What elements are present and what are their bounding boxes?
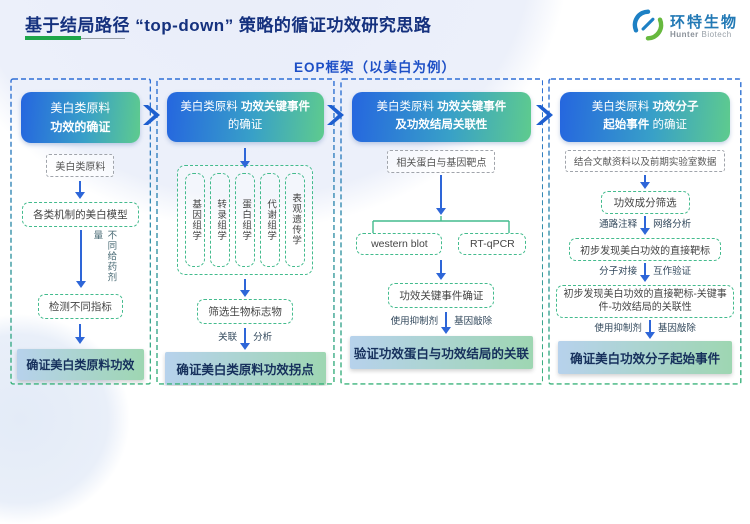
arrow-label-right: 基因敲除 xyxy=(454,315,493,327)
title-underline xyxy=(81,37,125,39)
column4-result-box: 确证美白功效分子起始事件 xyxy=(557,340,733,374)
screen-box: 功效成分筛选 xyxy=(600,190,690,214)
labeled-arrow: 使用抑制剂 基因敲除 xyxy=(390,311,493,328)
column-key-events-confirmation: 美白类原料 功效关键事件 的确证 基因组学 转录组学 蛋白组学 代谢组学 表观遗… xyxy=(156,78,335,386)
arrow-label-left: 通路注释 xyxy=(599,218,638,230)
column1-result-box: 确证美白类原料功效 xyxy=(17,349,144,381)
page-title: 基于结局路径 “top-down” 策略的循证功效研究思路 xyxy=(25,16,432,35)
down-arrow-icon xyxy=(440,259,443,274)
company-logo: 环特生物 Hunter Biotech xyxy=(632,9,738,46)
down-arrow-icon xyxy=(644,174,647,183)
labeled-arrow: 通路注释 网络分析 xyxy=(599,216,691,230)
down-arrow-icon xyxy=(244,327,247,344)
title-underline xyxy=(25,36,81,40)
target-box: 相关蛋白与基因靶点 xyxy=(387,149,496,173)
omics-group-box: 基因组学 转录组学 蛋白组学 代谢组学 表观遗传学 xyxy=(177,164,314,275)
down-arrow-icon xyxy=(644,216,647,230)
eop-framework-diagram: 美白类原料 功效的确证 美白类原料 各类机制的美白模型 不同给药剂量 检测不同指… xyxy=(10,78,742,386)
arrow-label-left: 分子对接 xyxy=(599,265,638,277)
logo-en-name: Hunter Biotech xyxy=(669,30,732,40)
rt-qpcr-box: RT-qPCR xyxy=(458,232,527,255)
dose-arrow: 不同给药剂量 xyxy=(10,230,151,292)
down-arrow-icon xyxy=(80,230,83,283)
down-arrow-icon xyxy=(79,324,82,339)
column-key-event-outcome-correlation: 美白类原料 功效关键事件 及功效结局关联性 相关蛋白与基因靶点 western … xyxy=(339,78,544,386)
down-arrow-icon xyxy=(445,311,448,328)
dose-label: 不同给药剂量 xyxy=(91,230,117,283)
column4-header: 美白类原料 功效分子 起始事件 的确证 xyxy=(559,92,731,142)
omics-box: 蛋白组学 xyxy=(235,172,256,267)
model-box: 各类机制的美白模型 xyxy=(22,202,139,228)
association-box: 初步发现美白功效的直接靶标-关键事件-功效结局的关联性 xyxy=(556,284,735,318)
arrow-label-right: 基因敲除 xyxy=(657,322,696,334)
biomarker-box: 筛选生物标志物 xyxy=(197,298,293,324)
down-arrow-icon xyxy=(440,174,443,209)
split-bracket xyxy=(372,215,511,233)
arrow-label-right: 网络分析 xyxy=(653,218,692,230)
column3-result-box: 验证功效蛋白与功效结局的关联 xyxy=(349,335,534,369)
arrow-label-left: 使用抑制剂 xyxy=(390,315,439,327)
diagram-subtitle: EOP框架（以美白为例） xyxy=(293,60,456,75)
down-arrow-icon xyxy=(244,278,247,291)
labeled-arrow: 使用抑制剂 基因敲除 xyxy=(594,320,696,334)
direct-target-box: 初步发现美白功效的直接靶标 xyxy=(569,237,722,261)
western-blot-box: western blot xyxy=(356,232,443,255)
flow-right-arrow-icon xyxy=(143,105,160,130)
source-material-box: 美白类原料 xyxy=(46,154,115,178)
down-arrow-icon xyxy=(79,181,82,194)
omics-box: 代谢组学 xyxy=(260,172,281,267)
down-arrow-icon xyxy=(644,263,647,277)
column3-header: 美白类原料 功效关键事件 及功效结局关联性 xyxy=(351,92,532,142)
arrow-label-right: 互作验证 xyxy=(653,265,692,277)
column2-result-box: 确证美白类原料功效拐点 xyxy=(164,351,326,385)
column-efficacy-confirmation: 美白类原料 功效的确证 美白类原料 各类机制的美白模型 不同给药剂量 检测不同指… xyxy=(10,78,151,386)
logo-cn-name: 环特生物 xyxy=(669,13,738,31)
verify-box: 功效关键事件确证 xyxy=(388,282,495,308)
arrow-label-right: 分析 xyxy=(253,331,273,343)
arrow-label-left: 关联 xyxy=(218,331,238,343)
down-arrow-icon xyxy=(244,147,247,162)
flow-right-arrow-icon xyxy=(327,105,344,130)
omics-box: 表观遗传学 xyxy=(285,172,306,267)
hunter-biotech-logo-icon xyxy=(632,9,664,46)
detect-box: 检测不同指标 xyxy=(37,294,123,320)
column-molecular-initiating-event: 美白类原料 功效分子 起始事件 的确证 结合文献资料以及前期实验室数据 功效成分… xyxy=(548,78,742,386)
labeled-arrow: 分子对接 互作验证 xyxy=(599,263,691,277)
labeled-arrow: 关联 分析 xyxy=(218,327,273,344)
omics-box: 转录组学 xyxy=(210,172,231,267)
omics-box: 基因组学 xyxy=(185,172,206,267)
flow-right-arrow-icon xyxy=(536,105,553,130)
arrow-label-left: 使用抑制剂 xyxy=(594,322,642,334)
column2-header: 美白类原料 功效关键事件 的确证 xyxy=(166,92,324,142)
evidence-box: 结合文献资料以及前期实验室数据 xyxy=(564,149,726,172)
method-boxes: western blot RT-qPCR xyxy=(356,232,527,255)
down-arrow-icon xyxy=(648,320,651,334)
column1-header: 美白类原料 功效的确证 xyxy=(21,92,140,144)
